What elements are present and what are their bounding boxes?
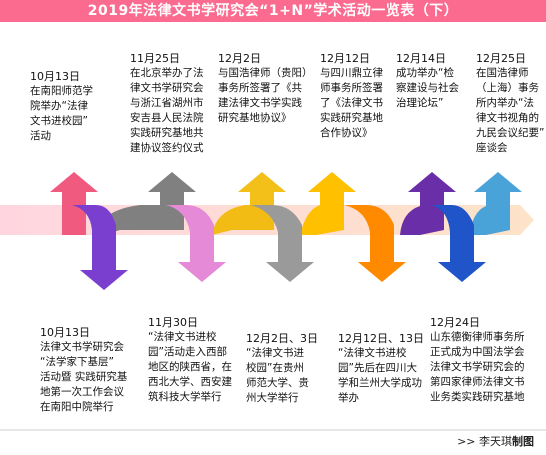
event-date: 12月2日 xyxy=(218,52,261,65)
arrow-up-1013 xyxy=(50,172,98,235)
event-text: “法律文书进校 园”先后在四川大 学和兰州大学成功 举办 xyxy=(338,347,422,404)
event-top-2: 11月25日在北京举办了法 律文书学研究会 与浙江省湖州市 安吉县人民法院 实践… xyxy=(130,36,230,156)
event-text: “法律文书进校 园”活动走入西部 地区的陕西省，在 西北大学、西安建 筑科技大学… xyxy=(148,331,232,403)
event-top-5: 12月14日成功举办“检 察建设与社会 治理论坛” xyxy=(396,36,476,111)
event-date: 11月25日 xyxy=(130,52,180,65)
credit-prefix: >> xyxy=(457,435,476,448)
credit-name: 李天琪 xyxy=(479,435,512,448)
arrow-up-1212 xyxy=(300,172,356,235)
arrow-down-1224 xyxy=(432,205,486,282)
event-top-3: 12月2日与国浩律师（贵阳） 事务所签署了《共 建法律文书学实践 研究基地协议》 xyxy=(218,36,323,126)
event-text: 在国浩律师 （上海）事务 所内举办“法 律文书视角的 九民会议纪要” 座谈会 xyxy=(476,67,545,154)
event-bottom-1: 10月13日法律文书学研究会 “法学家下基层” 活动暨 实践研究基 地第一次工作… xyxy=(40,310,140,415)
event-text: 山东德衡律师事务所 正式成为中国法学会 法律文书学研究会的 第四家律师法律文书 … xyxy=(430,331,525,403)
event-text: “法律文书进 校园”在贵州 师范大学、贵 州大学举行 xyxy=(246,347,309,404)
arrow-down-1013 xyxy=(72,205,128,290)
credit: >> 李天琪制图 xyxy=(457,433,534,449)
event-date: 12月2日、3日 xyxy=(246,332,318,345)
event-text: 在南阳师范学 院举办“法律 文书进校园” 活动 xyxy=(30,85,93,142)
event-bottom-5: 12月24日山东德衡律师事务所 正式成为中国法学会 法律文书学研究会的 第四家律… xyxy=(430,300,542,405)
event-top-6: 12月25日在国浩律师 （上海）事务 所内举办“法 律文书视角的 九民会议纪要”… xyxy=(476,36,546,156)
event-date: 11月30日 xyxy=(148,316,198,329)
event-date: 12月12日、13日 xyxy=(338,332,424,345)
arrow-up-1202 xyxy=(212,172,286,235)
arrow-down-1212 xyxy=(344,205,406,282)
event-date: 12月12日 xyxy=(320,52,370,65)
credit-suffix: 制图 xyxy=(512,435,534,448)
event-date: 10月13日 xyxy=(30,70,80,83)
event-top-1: 10月13日在南阳师范学 院举办“法律 文书进校园” 活动 xyxy=(30,54,120,144)
event-text: 与四川鼎立律 师事务所签署 了《法律文书 实践研究基地 合作协议》 xyxy=(320,67,383,139)
event-text: 成功举办“检 察建设与社会 治理论坛” xyxy=(396,67,459,109)
arrow-down-1130 xyxy=(166,205,226,282)
event-text: 法律文书学研究会 “法学家下基层” 活动暨 实践研究基 地第一次工作会议 在南阳… xyxy=(40,341,128,413)
event-date: 12月24日 xyxy=(430,316,480,329)
event-top-4: 12月12日与四川鼎立律 师事务所签署 了《法律文书 实践研究基地 合作协议》 xyxy=(320,36,400,141)
event-text: 与国浩律师（贵阳） 事务所签署了《共 建法律文书学实践 研究基地协议》 xyxy=(218,67,313,124)
event-date: 10月13日 xyxy=(40,326,90,339)
event-date: 12月25日 xyxy=(476,52,526,65)
event-bottom-4: 12月12日、13日 “法律文书进校 园”先后在四川大 学和兰州大学成功 举办 xyxy=(338,316,430,406)
arrow-up-1214 xyxy=(400,172,456,235)
event-bottom-2: 11月30日 “法律文书进校 园”活动走入西部 地区的陕西省，在 西北大学、西安建… xyxy=(148,300,248,405)
arrow-up-1225 xyxy=(470,172,522,235)
event-date: 12月14日 xyxy=(396,52,446,65)
page-title: 2019年法律文书学研究会“1+N”学术活动一览表（下） xyxy=(0,0,546,22)
event-text: 在北京举办了法 律文书学研究会 与浙江省湖州市 安吉县人民法院 实践研究基地共 … xyxy=(130,67,204,154)
arrow-up-1125 xyxy=(96,172,196,235)
arrow-down-1202 xyxy=(250,205,314,282)
event-bottom-3: 12月2日、3日 “法律文书进 校园”在贵州 师范大学、贵 州大学举行 xyxy=(246,316,336,406)
